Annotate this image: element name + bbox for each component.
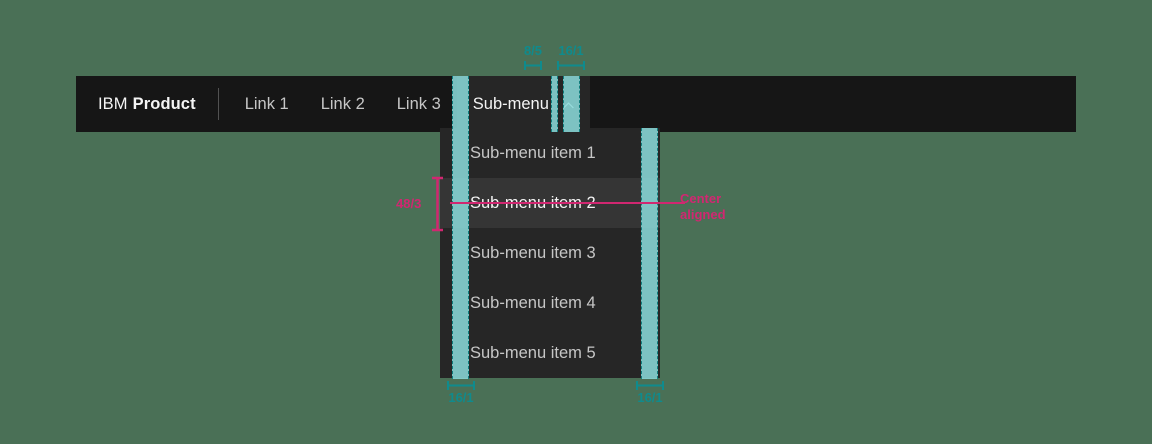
nav-link-2-label: Link 2 [320, 94, 365, 113]
nav-link-2[interactable]: Link 2 [305, 76, 381, 132]
submenu-item-3[interactable]: Sub-menu item 3 [440, 228, 660, 278]
submenu-item-5[interactable]: Sub-menu item 5 [440, 328, 660, 378]
brand-name: Product [132, 94, 196, 113]
nav-link-3-label: Link 3 [396, 94, 441, 113]
center-alignment-guide [450, 202, 685, 204]
horizontal-measure-icon [548, 60, 594, 71]
annotation-dropdown-right-pad-value: 16/1 [637, 390, 663, 405]
submenu-item-3-label: Sub-menu item 3 [470, 243, 596, 262]
submenu-item-4[interactable]: Sub-menu item 4 [440, 278, 660, 328]
horizontal-measure-icon [438, 380, 484, 391]
spacer-overlay-dropdown-right [641, 128, 658, 379]
nav-link-1-label: Link 1 [244, 94, 289, 113]
annotation-center-aligned-line1: Center [680, 191, 722, 206]
annotation-submenu-left-pad: 8/5 [510, 43, 556, 71]
annotation-center-aligned: Center aligned [680, 191, 726, 222]
spacer-overlay-label-gap [551, 76, 558, 132]
horizontal-measure-icon [627, 380, 673, 391]
annotation-row-height: 48/3 [396, 196, 421, 212]
nav-link-3[interactable]: Link 3 [381, 76, 457, 132]
header-nav: Link 1 Link 2 Link 3 Sub-menu [229, 76, 590, 132]
annotation-row-height-value: 48/3 [396, 196, 422, 211]
submenu-item-5-label: Sub-menu item 5 [470, 343, 596, 362]
annotation-dropdown-right-pad: 16/1 [627, 379, 673, 406]
horizontal-measure-icon [510, 60, 556, 71]
brand-prefix: IBM [98, 94, 128, 113]
annotation-dropdown-left-pad: 16/1 [438, 379, 484, 406]
submenu-item-4-label: Sub-menu item 4 [470, 293, 596, 312]
annotation-center-aligned-line2: aligned [680, 206, 726, 222]
brand-logo[interactable]: IBM Product [76, 76, 218, 132]
submenu-dropdown: Sub-menu item 1 Sub-menu item 2 Sub-menu… [440, 128, 660, 378]
annotation-submenu-left-pad-value: 8/5 [523, 43, 543, 58]
spacer-overlay-submenu-left [452, 76, 469, 379]
submenu-item-1[interactable]: Sub-menu item 1 [440, 128, 660, 178]
annotation-dropdown-left-pad-value: 16/1 [448, 390, 474, 405]
submenu-item-1-label: Sub-menu item 1 [470, 143, 596, 162]
spacer-overlay-submenu-right [563, 76, 580, 132]
submenu-trigger-label: Sub-menu [472, 94, 549, 113]
annotation-submenu-right-pad: 16/1 [548, 43, 594, 71]
brand-divider [217, 88, 219, 120]
vertical-measure-icon [431, 176, 444, 232]
annotation-submenu-right-pad-value: 16/1 [558, 43, 584, 58]
nav-link-1[interactable]: Link 1 [229, 76, 305, 132]
